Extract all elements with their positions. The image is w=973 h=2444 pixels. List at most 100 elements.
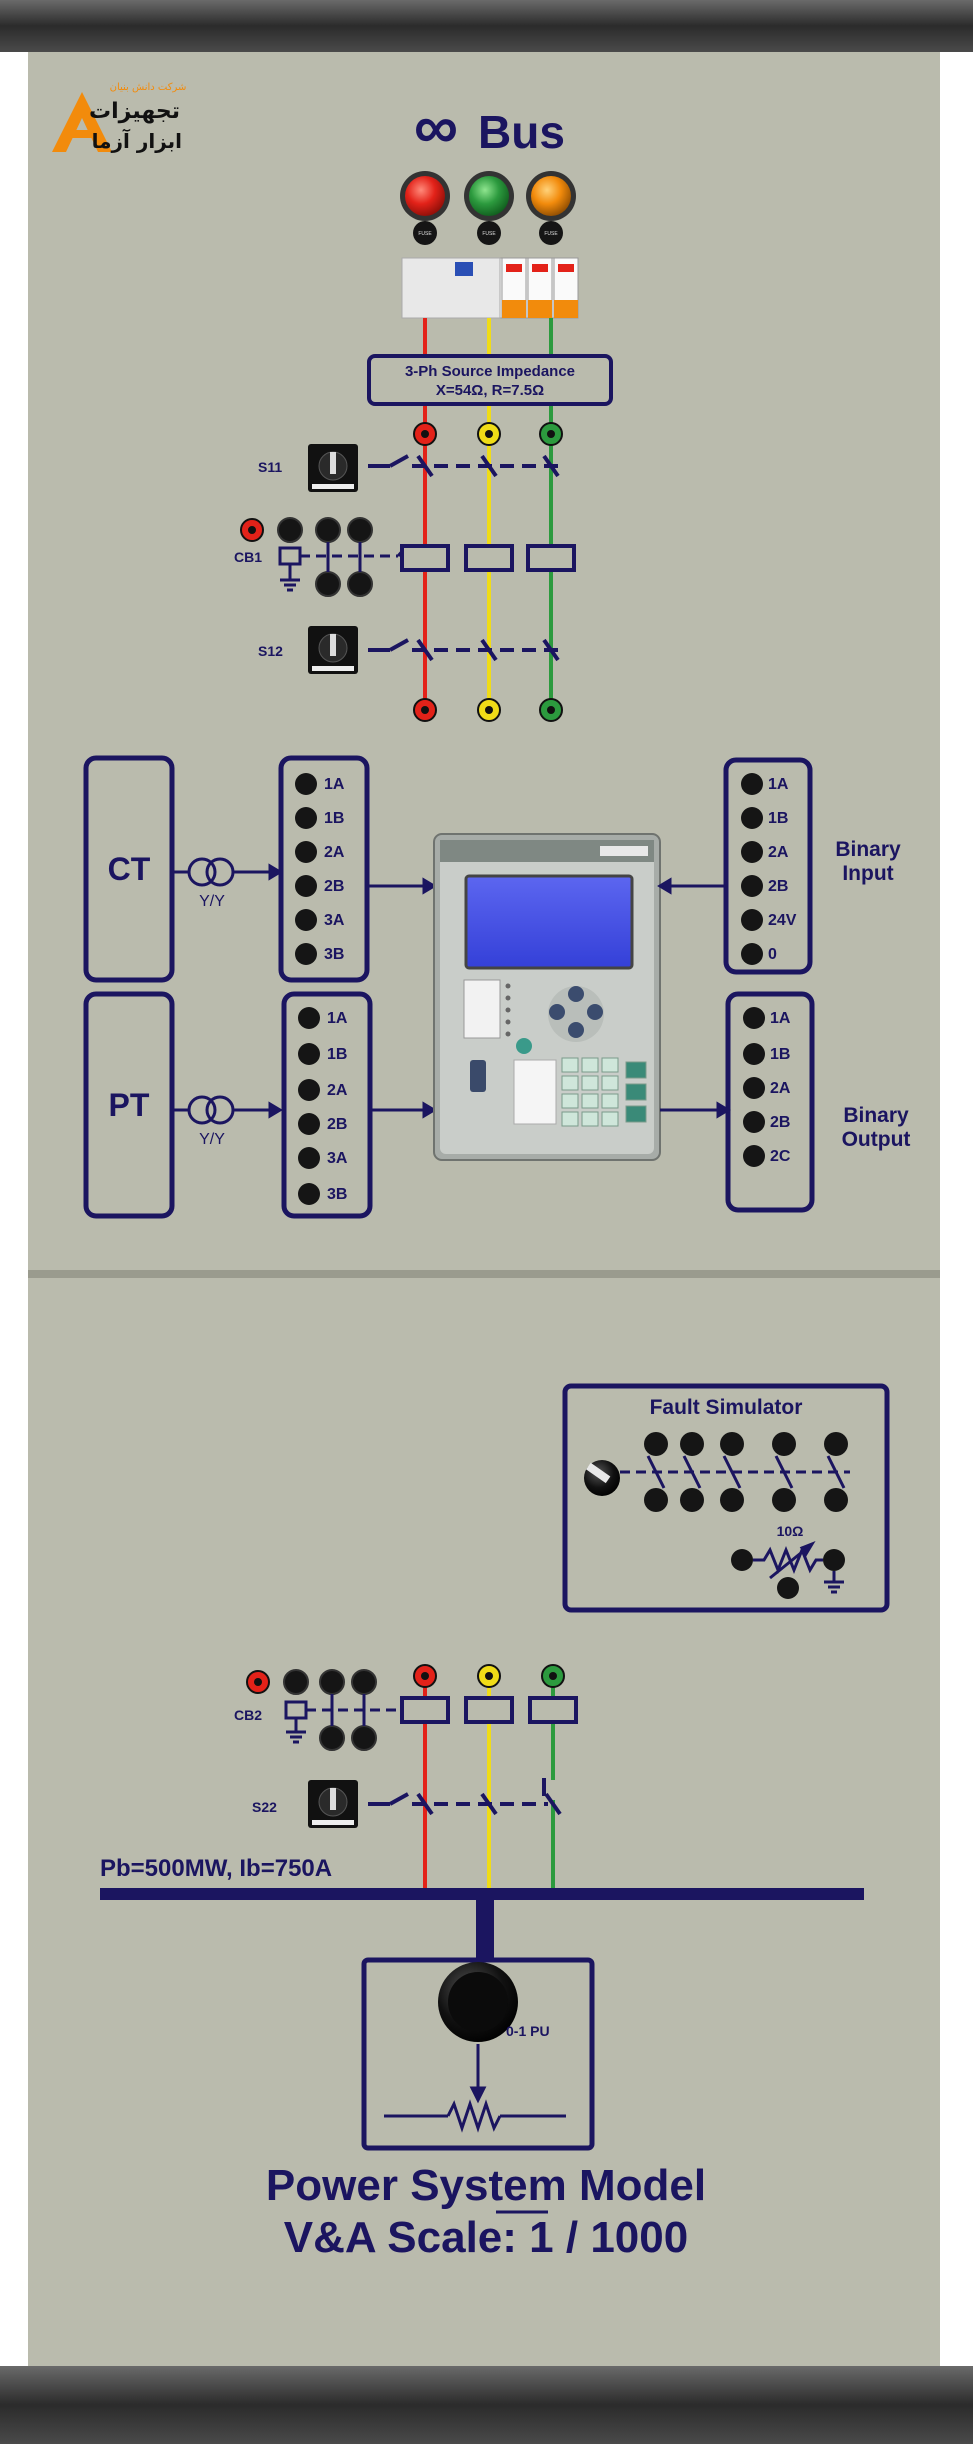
svg-text:2C: 2C xyxy=(770,1148,791,1165)
terminals-row-3 xyxy=(413,1664,565,1688)
svg-text:2A: 2A xyxy=(327,1082,348,1099)
brand-logo: شرکت دانش بنیان تجهیزات ابزار آزما xyxy=(52,82,186,153)
brand-line2: ابزار آزما xyxy=(92,128,182,153)
svg-text:1A: 1A xyxy=(327,1010,348,1027)
svg-text:0: 0 xyxy=(768,946,777,963)
svg-text:2A: 2A xyxy=(768,844,789,861)
load-box xyxy=(361,1957,595,2151)
ct-terminal-box xyxy=(278,755,370,983)
pt-terminal-box xyxy=(281,991,373,1219)
svg-text:2A: 2A xyxy=(324,844,345,861)
s11-dashed-link xyxy=(368,454,560,478)
pt-ratio: Y/Y xyxy=(199,1131,225,1148)
fuse-holder[interactable] xyxy=(539,221,563,245)
fault-simulator-title: Fault Simulator xyxy=(650,1396,803,1419)
bottom-rail xyxy=(0,2366,973,2444)
binary-input-label-2: Input xyxy=(842,862,893,885)
lamp-orange-icon xyxy=(531,176,571,216)
relay-led-panel xyxy=(463,979,501,1039)
source-impedance-box xyxy=(367,354,613,406)
svg-text:1A: 1A xyxy=(768,776,789,793)
binary-input-label-1: Binary xyxy=(835,838,901,861)
relay-lcd-screen xyxy=(464,874,634,970)
bus-symbol: ∞ xyxy=(414,93,458,162)
ct-label: CT xyxy=(108,851,151,887)
brand-line1: تجهیزات xyxy=(89,99,180,124)
lamp-red-icon xyxy=(405,176,445,216)
switch-s11[interactable] xyxy=(308,444,358,492)
binary-output-label-1: Binary xyxy=(843,1104,909,1127)
s22-dashed-link xyxy=(368,1792,562,1816)
footer-scale: V&A Scale: 1 / 1000 xyxy=(284,2213,688,2262)
svg-text:1A: 1A xyxy=(324,776,345,793)
lower-panel xyxy=(28,1278,940,2368)
svg-text:3A: 3A xyxy=(324,912,345,929)
ct-ratio: Y/Y xyxy=(199,893,225,910)
binary-output-box xyxy=(725,991,815,1213)
svg-text:3B: 3B xyxy=(324,946,344,963)
protection-relay[interactable] xyxy=(433,833,661,1161)
load-knob-label: 0-1 PU xyxy=(506,2023,550,2039)
svg-text:2B: 2B xyxy=(768,878,788,895)
mcb-block[interactable] xyxy=(401,257,579,319)
relay-nav-pad[interactable] xyxy=(548,986,604,1042)
switch-s12[interactable] xyxy=(308,626,358,674)
relay-card-slot xyxy=(513,1059,557,1125)
binary-output-terminals: 1A 1B 2A 2B 2C xyxy=(743,1007,791,1167)
top-rail xyxy=(0,0,973,52)
svg-text:2B: 2B xyxy=(324,878,344,895)
source-impedance-values: X=54Ω, R=7.5Ω xyxy=(436,382,544,399)
pt-transformer-icon xyxy=(172,1095,283,1125)
terminals-row-2 xyxy=(413,698,563,722)
pt-box xyxy=(83,991,175,1219)
breaker-cb2-label: CB2 xyxy=(234,1707,262,1723)
busbar xyxy=(100,1888,864,1900)
fault-terminals-bottom xyxy=(644,1488,848,1512)
fault-simulator-switch[interactable] xyxy=(584,1460,620,1496)
ct-box xyxy=(83,755,175,983)
svg-text:1B: 1B xyxy=(768,810,788,827)
source-impedance-title: 3-Ph Source Impedance xyxy=(405,363,575,380)
fault-simulator-box xyxy=(562,1383,890,1613)
load-resistor-icon xyxy=(384,2044,566,2133)
fault-terminals-top xyxy=(644,1432,848,1456)
svg-text:2B: 2B xyxy=(770,1114,790,1131)
svg-text:1A: 1A xyxy=(770,1010,791,1027)
fault-resistor-label: 10Ω xyxy=(777,1523,804,1539)
pt-label: PT xyxy=(109,1087,150,1123)
pt-terminals: 1A 1B 2A 2B 3A 3B xyxy=(298,1007,348,1205)
fault-resistor-icon xyxy=(731,1540,845,1599)
svg-text:FUSE: FUSE xyxy=(418,231,432,237)
terminals-row-1 xyxy=(413,422,563,446)
fuse-holder[interactable] xyxy=(413,221,437,245)
breaker-cb1-label: CB1 xyxy=(234,549,262,565)
relay-clear-button[interactable] xyxy=(516,1038,532,1054)
ct-terminals: 1A 1B 2A 2B 3A 3B xyxy=(295,773,345,965)
relay-serial-port[interactable] xyxy=(470,1060,486,1092)
footer-title: Power System Model xyxy=(266,2161,706,2210)
load-knob[interactable] xyxy=(438,1962,518,2042)
relay-keypad[interactable] xyxy=(561,1057,647,1127)
s12-dashed-link xyxy=(368,638,560,662)
breaker-cb2 xyxy=(246,1669,578,1751)
binary-input-box xyxy=(723,757,813,975)
svg-text:FUSE: FUSE xyxy=(544,231,558,237)
svg-text:1B: 1B xyxy=(324,810,344,827)
lamp-green-icon xyxy=(469,176,509,216)
svg-text:1B: 1B xyxy=(327,1046,347,1063)
svg-text:2A: 2A xyxy=(770,1080,791,1097)
svg-text:FUSE: FUSE xyxy=(482,231,496,237)
svg-text:2B: 2B xyxy=(327,1116,347,1133)
switch-s12-label: S12 xyxy=(258,643,283,659)
switch-s22-label: S22 xyxy=(252,1799,277,1815)
switch-s22[interactable] xyxy=(308,1780,358,1828)
fuse-holder[interactable] xyxy=(477,221,501,245)
indicator-lamps: FUSE FUSE FUSE xyxy=(400,171,576,245)
binary-output-label-2: Output xyxy=(842,1128,911,1151)
bus-label: Bus xyxy=(478,106,565,158)
svg-text:1B: 1B xyxy=(770,1046,790,1063)
ct-transformer-icon xyxy=(172,857,283,887)
busbar-rating: Pb=500MW, Ib=750A xyxy=(100,1855,332,1882)
brand-tagline: شرکت دانش بنیان xyxy=(110,82,187,93)
